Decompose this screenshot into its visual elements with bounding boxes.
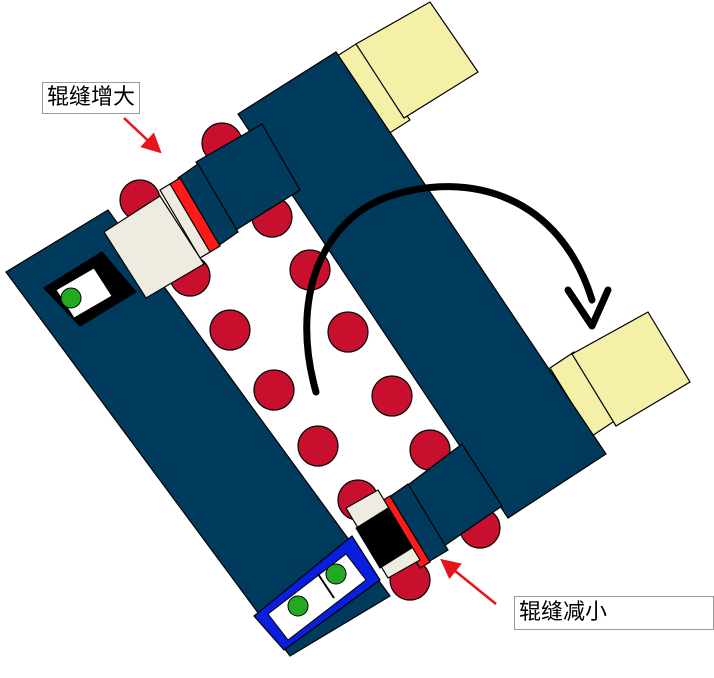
pointer-arrow-icon bbox=[440, 558, 497, 605]
adjuster-top bbox=[43, 123, 301, 327]
roll bbox=[209, 309, 251, 351]
roll bbox=[253, 369, 295, 411]
roll bbox=[371, 375, 413, 417]
adjuster-bottom bbox=[253, 443, 503, 651]
pointer-arrow-icon bbox=[123, 117, 162, 154]
indicator-dot bbox=[60, 287, 82, 309]
label-gap-increase: 辊缝增大 bbox=[42, 82, 141, 114]
indicator-dot bbox=[325, 563, 347, 585]
roll bbox=[327, 311, 369, 353]
hydraulic-cylinder-top bbox=[333, 1, 479, 135]
hydraulic-cylinder-right bbox=[549, 311, 691, 437]
indicator-dot bbox=[287, 595, 309, 617]
frame-right bbox=[237, 51, 607, 519]
label-gap-decrease: 辊缝减小 bbox=[514, 596, 714, 630]
frame-left bbox=[5, 209, 391, 657]
rotation-arrow-icon bbox=[303, 183, 612, 396]
roll bbox=[297, 425, 339, 467]
